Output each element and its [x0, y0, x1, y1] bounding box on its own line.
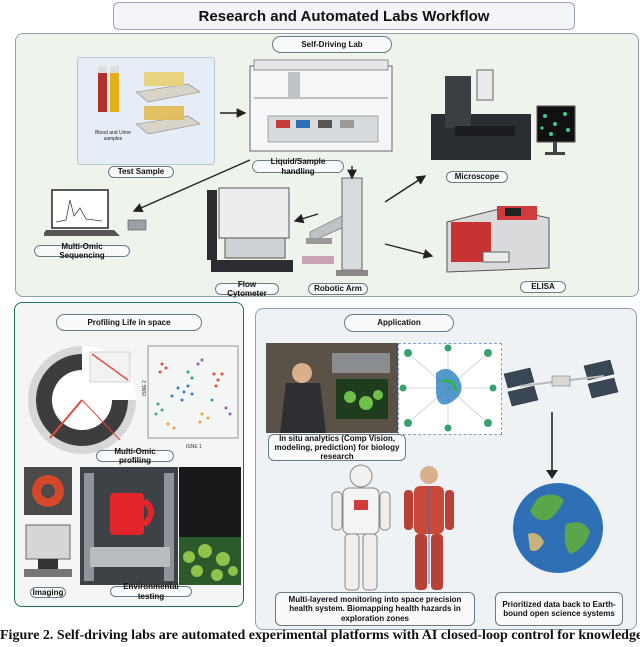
- liquid-handling-label: Liquid/Sample handling: [252, 157, 344, 176]
- environmental-label: Environmental testing: [110, 582, 192, 601]
- sample-tubes-illustration: [98, 66, 201, 135]
- workflow-arrows: [132, 108, 434, 259]
- application-heading: Application: [344, 314, 454, 332]
- astronaut-photo-detail: [280, 353, 390, 433]
- microscope-label: Microscope: [446, 171, 508, 183]
- self-driving-lab-heading: Self-Driving Lab: [272, 36, 392, 53]
- figure-caption: Figure 2. Self-driving labs are automate…: [0, 628, 640, 643]
- tsne-plot: tSNE 1 tSNE 2: [142, 345, 239, 450]
- imaging-label: Imaging: [30, 587, 66, 598]
- spacesuit-illustration: [331, 464, 391, 591]
- robotic-arm-label: Robotic Arm: [308, 283, 368, 295]
- down-arrow: [546, 412, 558, 479]
- liquid-handler-illustration: [249, 59, 393, 152]
- earth-illustration: [513, 483, 603, 573]
- page-title: Research and Automated Labs Workflow: [113, 2, 575, 30]
- sequencing-label: Multi-Omic Sequencing: [34, 242, 130, 260]
- test-sample-label: Test Sample: [108, 166, 174, 178]
- flow-cytometer-label: Flow Cytometer: [215, 280, 279, 298]
- iss-illustration: [503, 360, 619, 407]
- laptop-illustration: [44, 189, 147, 236]
- flow-cytometer-illustration: [207, 187, 293, 272]
- elisa-illustration: [446, 206, 550, 273]
- imaging-illustration: [24, 467, 72, 577]
- anatomy-illustration: [404, 466, 454, 590]
- monitoring-label: Multi-layered monitoring into space prec…: [275, 592, 475, 626]
- protein-network: [398, 343, 502, 435]
- profiling-heading: Profiling Life in space: [56, 314, 202, 331]
- robotic-arm-illustration: [302, 177, 368, 276]
- prioritized-label: Prioritized data back to Earth-bound ope…: [495, 592, 623, 626]
- tsne-ylabel: tSNE 2: [142, 380, 148, 396]
- tsne-xlabel: tSNE 1: [186, 444, 202, 450]
- in-situ-label: In situ analytics (Comp Vision, modeling…: [268, 434, 406, 461]
- protein-network-graph: [399, 344, 497, 432]
- microscope-illustration: [431, 69, 576, 160]
- multi-omic-label: Multi-Omic profiling: [96, 447, 174, 465]
- elisa-label: ELISA: [520, 281, 566, 293]
- sample-tube-label: Blood and Urine samples: [95, 130, 131, 142]
- plants-illustration: [183, 544, 238, 581]
- night-photo: [179, 467, 241, 537]
- circos-plot: [28, 346, 136, 454]
- mug-illustration: [84, 473, 174, 581]
